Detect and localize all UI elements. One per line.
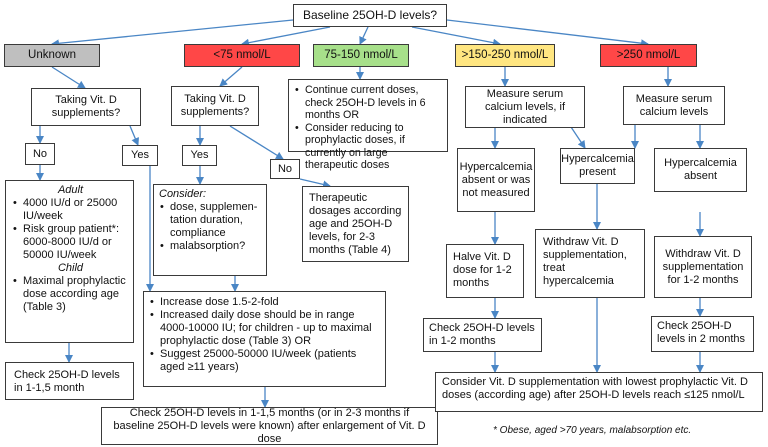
consider-item: malabsorption? [160,240,261,253]
toxic-check-levels: Check 25OH-D levels in 2 months [651,316,754,352]
toxic-withdraw-box: Withdraw Vit. D supplementation for 1-2 … [654,236,752,298]
consider-box: Consider: dose, supplemen-tation duratio… [153,184,267,276]
unknown-check-levels: Check 25OH-D levels in 1-1,5 month [5,362,134,400]
low-taking-supplements-question: Taking Vit. D supplements? [171,86,259,126]
footnote: * Obese, aged >70 years, malabsorption e… [493,425,692,436]
normal-item: Continue current doses, check 25OH-D lev… [295,84,443,122]
therapeutic-dosages-box: Therapeutic dosages according age and 25… [302,186,409,262]
unknown-no-label: No [25,143,55,165]
high-hypercalcemia-present: Hypercalcemia present [560,148,635,184]
header-below-75: <75 nmol/L [184,44,300,67]
increase-dose-list: Increase dose 1.5-2-fold Increased daily… [149,296,380,374]
final-check-box: Check 25OH-D levels in 1-1,5 months (or … [101,407,438,445]
high-measure-calcium: Measure serum calcium levels, if indicat… [465,86,585,128]
header-unknown: Unknown [4,44,100,67]
consider-item: dose, supplemen-tation duration, complia… [160,201,261,240]
adult-dose-item: 4000 IU/d or 25000 IU/week [13,197,129,223]
consider-supplementation-box: Consider Vit. D supplementation with low… [435,372,763,412]
normal-item: Consider reducing to prophylactic doses,… [295,122,443,172]
halve-dose-box: Halve Vit. D dose for 1-2 months [446,244,524,298]
consider-list: dose, supplemen-tation duration, complia… [159,201,261,253]
increase-dose-item: Increased daily dose should be in range … [150,309,380,348]
withdraw-treat-box: Withdraw Vit. D supplementation, treat h… [535,229,645,298]
low-no-label: No [270,159,300,179]
unknown-taking-supplements-question: Taking Vit. D supplements? [31,88,141,126]
header-above-250: >250 nmol/L [600,44,697,67]
toxic-hypercalcemia-absent: Hypercalcemia absent [654,148,747,192]
normal-recommendations: Continue current doses, check 25OH-D lev… [288,79,448,171]
child-dose-item: Maximal prophylactic dose according age … [13,275,129,314]
adult-dose-list: 4000 IU/d or 25000 IU/week Risk group pa… [12,197,129,262]
adult-title: Adult [57,184,84,196]
child-dose-list: Maximal prophylactic dose according age … [12,275,129,314]
unknown-yes-label: Yes [122,145,158,166]
high-hypercalcemia-absent: Hypercalcemia absent or was not measured [457,148,535,212]
header-75-150: 75-150 nmol/L [313,44,409,67]
increase-dose-box: Increase dose 1.5-2-fold Increased daily… [143,291,386,387]
adult-dose-item: Risk group patient*: 6000-8000 IU/d or 5… [13,223,129,262]
header-150-250: >150-250 nmol/L [455,44,555,67]
consider-title: Consider: [159,188,207,200]
toxic-measure-calcium: Measure serum calcium levels [623,86,725,125]
root-question: Baseline 25OH-D levels? [293,4,447,27]
unknown-dosing-box: Adult 4000 IU/d or 25000 IU/week Risk gr… [5,180,134,343]
increase-dose-item: Suggest 25000-50000 IU/week (patients ag… [150,348,380,374]
child-title: Child [57,262,84,274]
normal-list: Continue current doses, check 25OH-D lev… [294,84,443,172]
increase-dose-item: Increase dose 1.5-2-fold [150,296,380,309]
low-yes-label: Yes [182,145,217,166]
high-check-levels: Check 25OH-D levels in 1-2 months [423,318,542,352]
